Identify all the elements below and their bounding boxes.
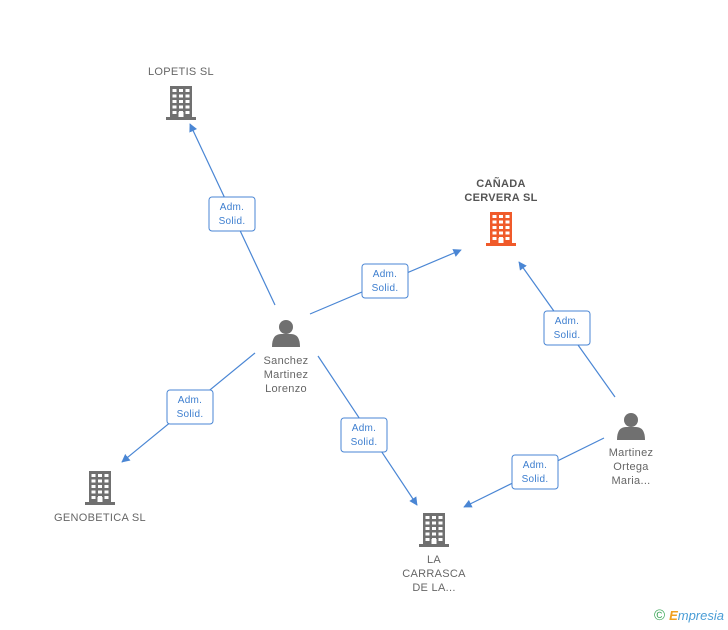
node-label-line: Maria... [611, 475, 650, 487]
building-icon [486, 212, 516, 246]
node-label-line: Lorenzo [265, 383, 307, 395]
edge-label-line: Solid. [372, 283, 399, 294]
edge-label-box[interactable] [361, 263, 409, 299]
person-icon [272, 320, 300, 347]
edge-sanchez-to-carrasca: Adm. Solid. [317, 355, 418, 506]
edge-sanchez-to-lopetis: Adm. Solid. [189, 123, 276, 306]
building-icon [85, 471, 115, 505]
edge-label-box[interactable] [511, 454, 559, 490]
edge-label-line: Solid. [219, 216, 246, 227]
node-label-line: LOPETIS SL [148, 66, 214, 78]
footer-brand: © Empresia [654, 607, 724, 624]
node-label-line: Sanchez [264, 355, 309, 367]
copyright-icon: © [654, 607, 666, 624]
edges-layer: Adm. Solid. Adm. Solid. Adm. Solid. Adm. Solid.… [121, 123, 616, 508]
edge-sanchez-to-genobetica: Adm. Solid. [121, 352, 256, 463]
node-canada[interactable]: CAÑADA CERVERA SL [464, 177, 537, 246]
edge-label-box[interactable] [208, 196, 256, 232]
brand-name: mpresia [677, 608, 724, 623]
node-label-line: LA [427, 554, 441, 566]
building-icon [166, 86, 196, 120]
edge-label-line: Adm. [523, 460, 548, 471]
edge-martinez-to-canada: Adm. Solid. [518, 261, 616, 398]
edge-label-box[interactable] [543, 310, 591, 346]
edge-label-box[interactable] [340, 417, 388, 453]
edge-martinez-to-carrasca: Adm. Solid. [463, 437, 605, 508]
edge-label-line: Solid. [177, 409, 204, 420]
node-label-line: Martinez [264, 369, 309, 381]
nodes-layer: LOPETIS SL CAÑADA CERVERA SL SanchezMartine… [54, 66, 653, 594]
node-label-line: DE LA... [412, 582, 455, 594]
node-label-line: CERVERA SL [464, 192, 537, 204]
edge-label-line: Adm. [178, 395, 203, 406]
edge-label-line: Adm. [373, 269, 398, 280]
edge-label-line: Solid. [351, 437, 378, 448]
brand-initial: E [669, 608, 678, 623]
node-lopetis[interactable]: LOPETIS SL [148, 66, 214, 120]
edge-label-line: Solid. [554, 330, 581, 341]
edge-label-box[interactable] [166, 389, 214, 425]
edge-label-line: Adm. [220, 202, 245, 213]
node-label-line: Martinez [609, 447, 654, 459]
node-label-line: Ortega [613, 461, 649, 473]
node-martinez[interactable]: MartinezOrtegaMaria... [609, 413, 654, 487]
edge-label-line: Adm. [352, 423, 377, 434]
edge-label-line: Solid. [522, 474, 549, 485]
node-genobetica[interactable]: GENOBETICA SL [54, 471, 146, 524]
edge-label-line: Adm. [555, 316, 580, 327]
edge-sanchez-to-canada: Adm. Solid. [309, 249, 462, 315]
person-icon [617, 413, 645, 440]
node-label-line: GENOBETICA SL [54, 512, 146, 524]
brand-logo[interactable]: Empresia [669, 608, 724, 623]
node-label-line: CAÑADA [476, 177, 525, 190]
node-carrasca[interactable]: LA CARRASCA DE LA... [402, 513, 466, 594]
node-label-line: CARRASCA [402, 568, 466, 580]
building-icon [419, 513, 449, 547]
